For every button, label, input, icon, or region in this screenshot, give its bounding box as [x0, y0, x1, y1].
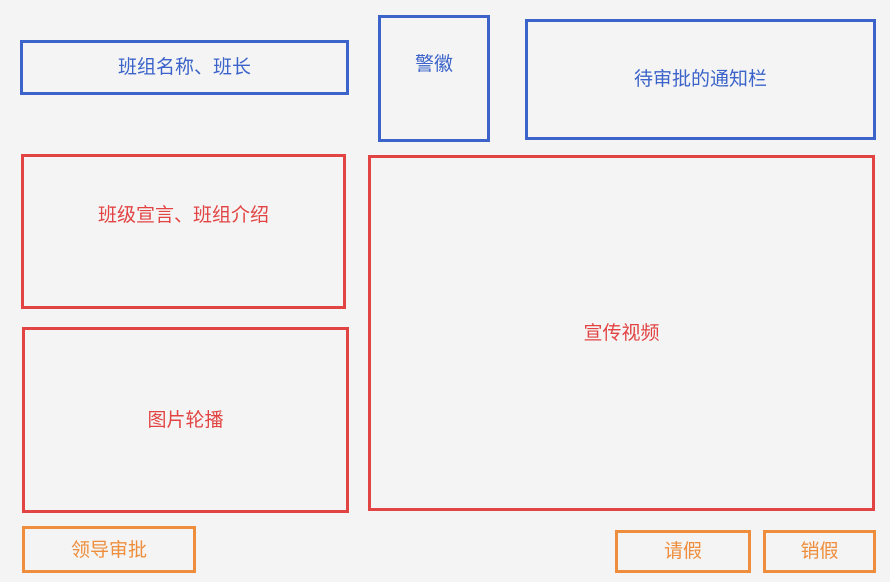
team-name-box: 班组名称、班长 — [20, 40, 349, 95]
video-label: 宣传视频 — [583, 321, 660, 344]
leader-approve-button[interactable]: 领导审批 — [22, 526, 196, 573]
badge-box: 警徽 — [378, 15, 490, 142]
badge-label: 警徽 — [414, 53, 453, 75]
promo-video[interactable]: 宣传视频 — [368, 155, 875, 511]
image-carousel[interactable]: 图片轮播 — [22, 327, 349, 513]
leave-cancel-button[interactable]: 销假 — [763, 530, 876, 573]
team-name-label: 班组名称、班长 — [117, 56, 251, 78]
leader-approve-label: 领导审批 — [70, 539, 147, 561]
notice-label: 待审批的通知栏 — [633, 68, 767, 90]
leave-request-label: 请假 — [663, 540, 702, 562]
declaration-label: 班级宣言、班组介绍 — [97, 204, 269, 226]
team-declaration-box: 班级宣言、班组介绍 — [21, 154, 346, 309]
leave-cancel-label: 销假 — [800, 540, 839, 562]
leave-request-button[interactable]: 请假 — [615, 530, 751, 573]
pending-approval-notice-bar[interactable]: 待审批的通知栏 — [525, 19, 876, 140]
carousel-label: 图片轮播 — [147, 408, 224, 431]
